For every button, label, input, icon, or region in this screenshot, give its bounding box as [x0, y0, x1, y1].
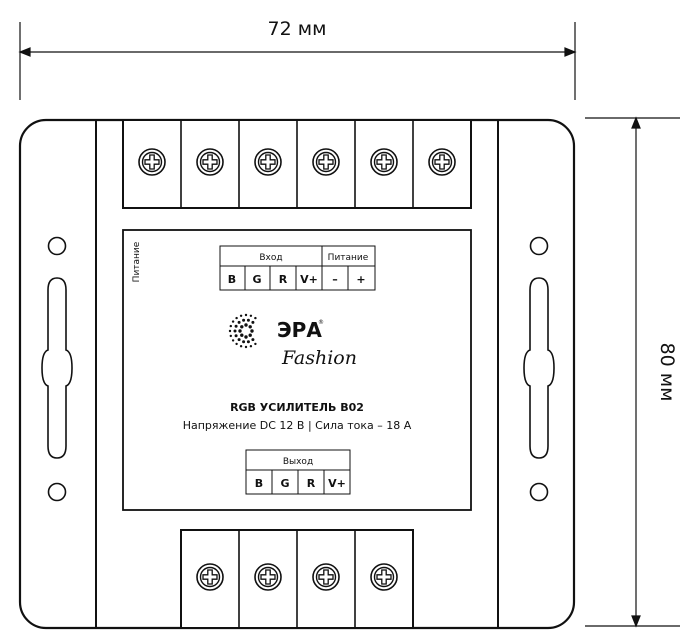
- power-header: Питание: [328, 253, 369, 263]
- input-cell-b: B: [228, 273, 236, 286]
- mount-hole-icon: [529, 236, 549, 256]
- power-cell-minus: –: [332, 273, 338, 286]
- brand-name: ЭРА: [277, 318, 322, 342]
- screw-icon: [370, 563, 398, 591]
- input-header: Вход: [259, 253, 282, 263]
- logo-dot: [229, 334, 232, 338]
- screw-icon: [254, 563, 282, 591]
- mount-slot-icon: [523, 277, 555, 459]
- screw-icon: [312, 148, 340, 176]
- logo-dot: [246, 340, 250, 344]
- brand-script: Fashion: [281, 347, 357, 369]
- screw-icon: [312, 563, 340, 591]
- width-dimension: [18, 22, 577, 100]
- product-title: RGB УСИЛИТЕЛЬ B02: [230, 401, 364, 414]
- logo-dot: [240, 325, 244, 329]
- logo-dot: [244, 323, 248, 327]
- logo-dot: [233, 329, 237, 333]
- label-panel: [122, 229, 472, 511]
- screw-icon: [254, 148, 282, 176]
- logo-dot: [246, 318, 250, 322]
- logo-dot: [254, 316, 257, 320]
- screw-icon: [370, 148, 398, 176]
- screw-icon: [196, 148, 224, 176]
- logo-dot: [248, 325, 252, 329]
- logo-dot: [244, 335, 248, 339]
- height-dimension-label: 80 мм: [656, 343, 678, 402]
- logo-dot: [231, 339, 235, 342]
- logo-dot: [251, 338, 255, 342]
- output-header: Выход: [283, 457, 313, 467]
- logo-dot: [242, 340, 246, 344]
- right-mounting: [523, 236, 555, 502]
- logo-dot: [250, 329, 254, 333]
- bottom-terminal-block: [180, 529, 414, 629]
- width-dimension-label: 72 мм: [268, 18, 327, 40]
- input-power-table: [219, 245, 376, 291]
- input-cell-g: G: [252, 273, 261, 286]
- logo-dot: [237, 338, 241, 342]
- mount-slot-icon: [41, 277, 73, 459]
- top-terminal-block: [122, 119, 472, 209]
- input-cell-vplus: V+: [300, 273, 318, 286]
- output-cell-vplus: V+: [328, 477, 346, 490]
- era-sun-logo-icon: [228, 313, 257, 349]
- mount-hole-icon: [47, 236, 67, 256]
- brand-registered-mark: ®: [318, 319, 324, 326]
- side-rails: [95, 120, 499, 628]
- height-dimension: [585, 116, 680, 628]
- side-power-label: Питание: [132, 241, 142, 282]
- output-cell-r: R: [307, 477, 316, 490]
- left-mounting: [41, 236, 73, 502]
- output-cell-b: B: [255, 477, 263, 490]
- screw-icon: [196, 563, 224, 591]
- logo-dot: [249, 345, 253, 348]
- logo-dot: [234, 334, 238, 338]
- logo-dot: [231, 320, 235, 323]
- logo-dot: [228, 329, 232, 333]
- logo-dot: [239, 345, 243, 348]
- screw-icon: [138, 148, 166, 176]
- power-cell-plus: +: [356, 273, 365, 286]
- logo-dot: [254, 342, 257, 346]
- logo-dot: [235, 316, 238, 320]
- logo-dot: [237, 320, 241, 324]
- logo-dot: [229, 324, 232, 328]
- output-table: [245, 449, 351, 495]
- logo-dot: [249, 314, 253, 317]
- logo-dot: [239, 314, 243, 317]
- logo-dot: [251, 320, 255, 324]
- screw-icon: [428, 148, 456, 176]
- logo-dot: [244, 313, 248, 317]
- logo-dot: [244, 345, 248, 349]
- logo-dot: [238, 329, 242, 333]
- logo-dot: [248, 333, 252, 337]
- mount-hole-icon: [47, 482, 67, 502]
- logo-dot: [240, 333, 244, 337]
- logo-dot: [234, 324, 238, 328]
- mount-hole-icon: [529, 482, 549, 502]
- product-spec: Напряжение DC 12 В | Сила тока – 18 А: [183, 419, 412, 432]
- output-cell-g: G: [280, 477, 289, 490]
- logo-dot: [235, 342, 238, 346]
- logo-dot: [242, 318, 246, 322]
- input-cell-r: R: [279, 273, 288, 286]
